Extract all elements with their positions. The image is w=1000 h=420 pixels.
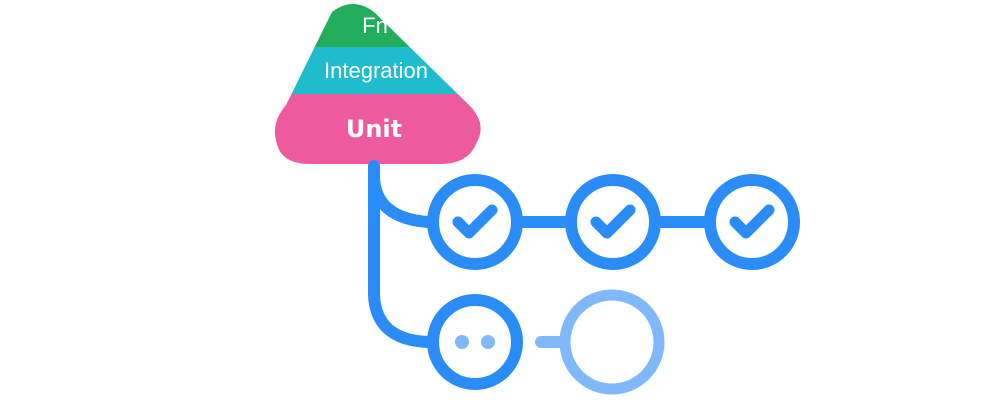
pipeline-step-pending — [559, 289, 665, 395]
pyramid-level-unit — [274, 94, 481, 164]
pyramid-label-unit: Unit — [346, 115, 402, 143]
pyramid-label-fn: Fn — [362, 13, 388, 38]
pipeline-step-2 — [565, 174, 661, 270]
step-node — [427, 294, 523, 390]
ellipsis-icon — [455, 335, 495, 349]
empty-circle-icon — [559, 289, 665, 395]
checkmark-icon — [590, 204, 636, 239]
pyramid-label-integration: Integration — [324, 58, 428, 83]
pipeline-step-3 — [704, 174, 800, 270]
checkmark-icon — [452, 204, 498, 239]
branch-line — [368, 160, 434, 228]
checkmark-icon — [729, 204, 775, 239]
pipeline-connectors — [368, 160, 711, 348]
pipeline-step-1 — [427, 174, 523, 270]
pipeline-step-in-progress — [427, 294, 523, 390]
branch-line — [368, 172, 434, 348]
